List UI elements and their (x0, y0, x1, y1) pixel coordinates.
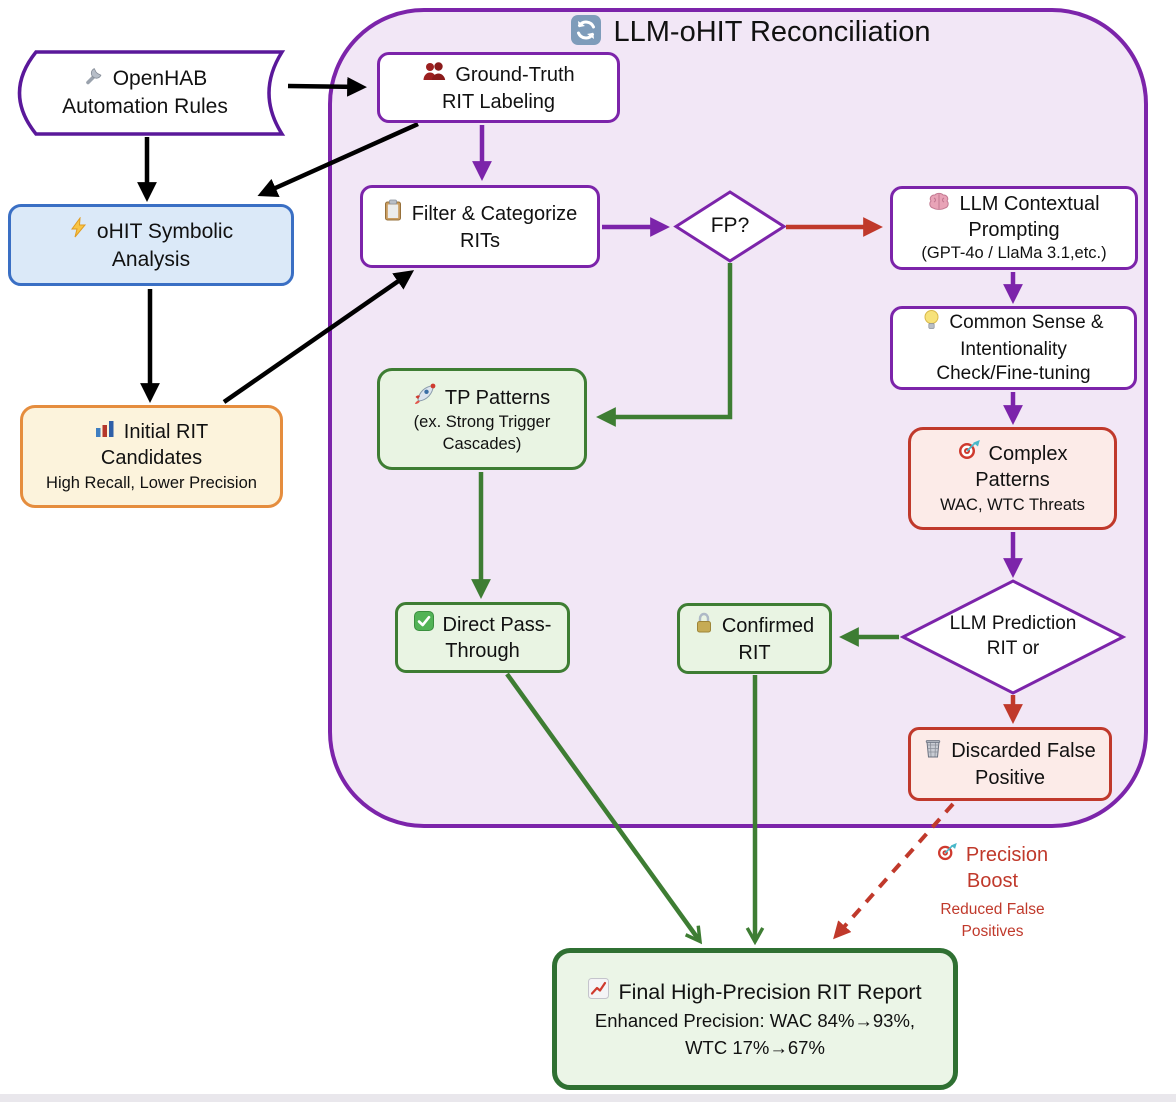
clipboard-icon (383, 199, 403, 228)
precision-boost-note: Precision Boost Reduced False Positives (905, 836, 1080, 948)
bar-chart-icon (95, 418, 115, 445)
dart-icon (937, 842, 957, 868)
zap-icon (69, 216, 88, 245)
node-common-sense: Common Sense & Intentionality Check/Fine… (890, 306, 1137, 390)
node-tp-patterns: TP Patterns (ex. Strong Trigger Cascades… (377, 368, 587, 470)
wrench-icon (83, 64, 104, 92)
window-bottom-strip (0, 1094, 1176, 1102)
users-icon (422, 61, 446, 89)
node-ground-truth: Ground-Truth RIT Labeling (377, 52, 620, 123)
node-complex-patterns: Complex Patterns WAC, WTC Threats (908, 427, 1117, 530)
node-initial-rit-candidates: Initial RIT Candidates High Recall, Lowe… (20, 405, 283, 508)
trash-icon (924, 738, 942, 765)
node-final-report: Final High-Precision RIT Report Enhanced… (552, 948, 958, 1090)
chart-up-icon (588, 977, 610, 1008)
node-symbolic-analysis: oHIT Symbolic Analysis (8, 204, 294, 286)
lock-icon (695, 612, 713, 640)
diagram-title: LLM-oHIT Reconciliation (470, 12, 1030, 52)
brain-icon (928, 191, 950, 217)
refresh-icon (570, 14, 602, 51)
node-llm-prediction: LLM Prediction RIT or (949, 613, 1077, 659)
diagram-title-text: LLM-oHIT Reconciliation (613, 15, 931, 48)
node-direct-pass-through: Direct Pass- Through (395, 602, 570, 673)
node-discarded-false-positive: Discarded False Positive (908, 727, 1112, 801)
dart-icon (958, 440, 980, 467)
node-filter-categorize: Filter & Categorize RITs (360, 185, 600, 268)
node-llm-prompting: LLM Contextual Prompting (GPT-4o / LlaMa… (890, 186, 1138, 270)
node-confirmed-rit: Confirmed RIT (677, 603, 832, 674)
bulb-icon (923, 309, 940, 338)
node-openhab: OpenHAB Automation Rules (20, 56, 270, 128)
check-icon (413, 611, 434, 638)
rocket-icon (414, 383, 436, 412)
node-fp-decision: FP? (710, 214, 750, 238)
